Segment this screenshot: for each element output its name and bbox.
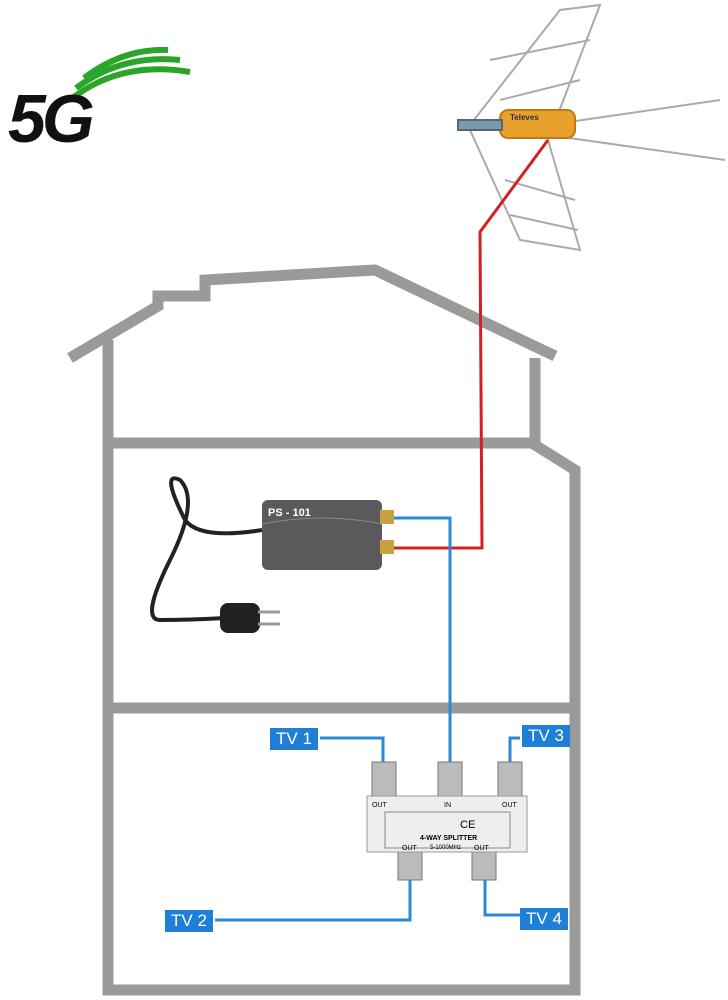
splitter-out-3: OUT [502, 802, 518, 809]
coax-cable-red [392, 139, 550, 550]
coax-cable-blue [392, 516, 452, 770]
antenna-brand: Televes [510, 113, 539, 122]
tv-label-3: TV 3 [522, 725, 570, 747]
tv-label-4: TV 4 [520, 908, 568, 930]
amplifier-label: PS - 101 [268, 507, 311, 519]
house-outline [67, 264, 581, 996]
splitter-in: IN [444, 802, 451, 809]
splitter-out-1: OUT [372, 802, 388, 809]
splitter-range: 5-1000MHz [430, 845, 461, 851]
5g-logo: 5G [8, 81, 95, 157]
tv-label-2: TV 2 [165, 910, 213, 932]
splitter-ce: CE [460, 819, 475, 831]
amplifier-box [261, 500, 394, 570]
antenna-icon [457, 3, 726, 252]
power-cord-icon [150, 476, 280, 633]
tv-cables [215, 736, 520, 922]
splitter-box [366, 761, 528, 881]
5g-signal-arcs-icon [68, 46, 191, 103]
tv-label-1: TV 1 [270, 728, 318, 750]
splitter-out-4: OUT [474, 845, 490, 852]
splitter-out-2: OUT [402, 845, 418, 852]
splitter-title: 4-WAY SPLITTER [420, 835, 477, 842]
